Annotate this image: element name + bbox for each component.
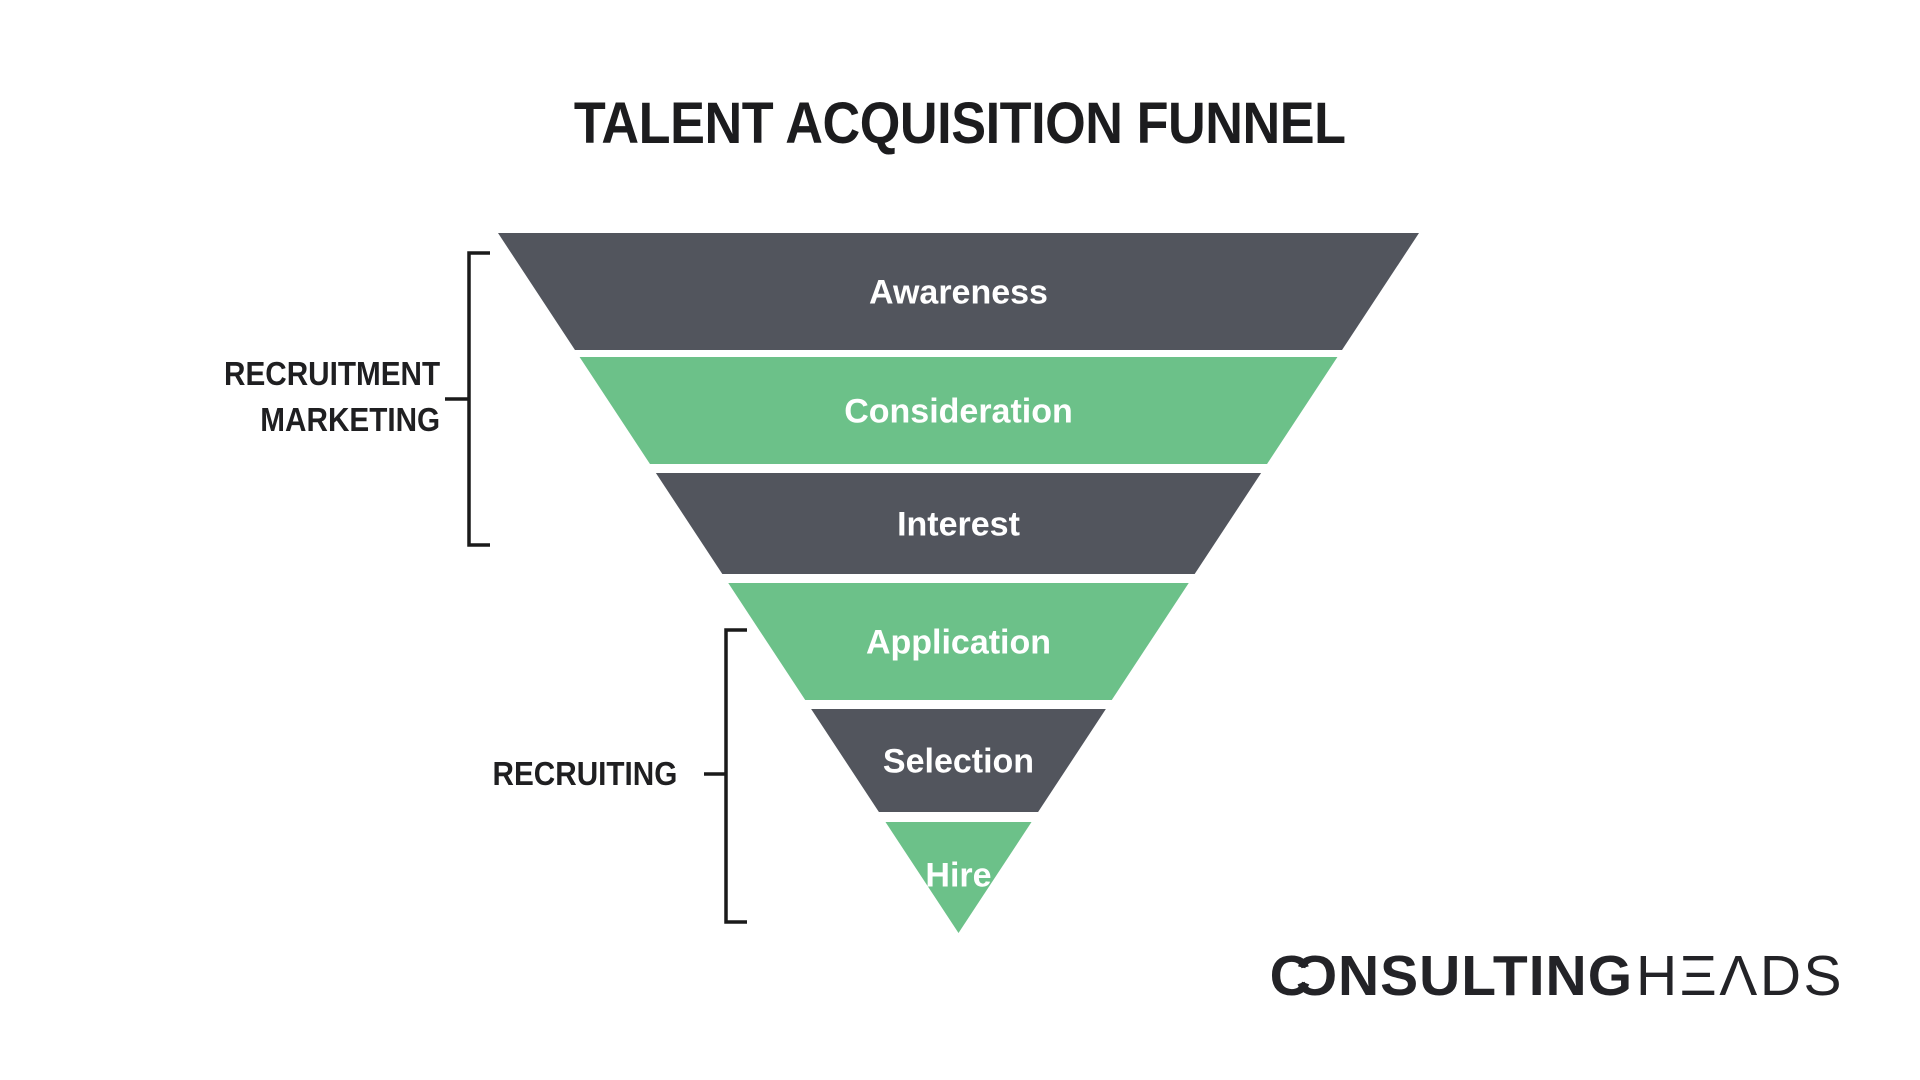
funnel-stage-label-selection: Selection <box>883 743 1034 781</box>
funnel-stage-interest <box>655 473 1262 574</box>
recruitment-marketing-label: RECRUITMENT MARKETING <box>224 351 440 443</box>
group-label-line: RECRUITMENT <box>223 355 440 392</box>
funnel-stage-label-hire: Hire <box>925 856 991 894</box>
page-title-text: TALENT ACQUISITION FUNNEL <box>574 91 1346 156</box>
page-title: TALENT ACQUISITION FUNNEL <box>0 90 1920 157</box>
funnel-stage-hire <box>885 822 1032 933</box>
funnel-stage-label-awareness: Awareness <box>869 274 1048 312</box>
logo-heads-part: HΞΛDS <box>1636 944 1844 1008</box>
group-label-line: RECRUITING <box>492 755 677 792</box>
funnel-stage-awareness <box>498 233 1419 350</box>
consultingheads-logo: CCNSULTINGHΞΛDS <box>1270 944 1844 1008</box>
logo-bold-rest: NSULTING <box>1337 944 1634 1008</box>
funnel-stage-application <box>728 583 1189 700</box>
recruiting-label: RECRUITING <box>492 751 677 797</box>
funnel-stage-consideration <box>579 357 1338 464</box>
recruiting-bracket <box>704 628 747 924</box>
logo-monogram-c1: C <box>1269 944 1312 1008</box>
funnel-stage-label-application: Application <box>866 624 1051 662</box>
funnel-stage-label-interest: Interest <box>897 506 1020 544</box>
group-label-line: MARKETING <box>260 401 440 438</box>
funnel-stage-selection <box>811 709 1106 812</box>
recruitment-marketing-bracket <box>445 251 490 547</box>
funnel-stage-label-consideration: Consideration <box>844 393 1073 431</box>
logo-consulting-part: CCNSULTING <box>1270 944 1633 1008</box>
funnel-stages: AwarenessConsiderationInterestApplicatio… <box>498 233 1419 933</box>
logo-monogram-c2: C <box>1294 944 1337 1008</box>
